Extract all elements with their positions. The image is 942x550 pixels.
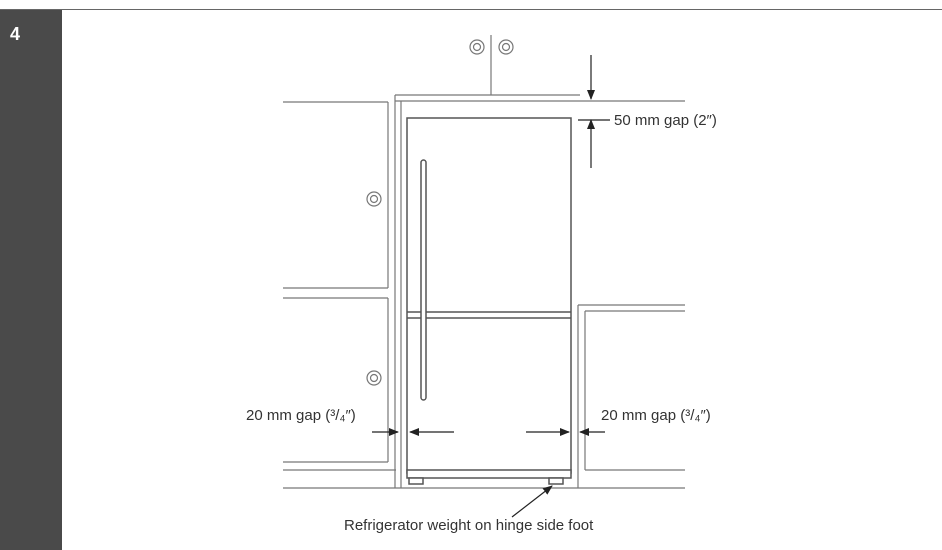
step-sidebar: 4	[0, 10, 62, 550]
top-gap-label: 50 mm gap (2″)	[614, 112, 717, 129]
step-number: 4	[10, 24, 21, 44]
foot-pointer-arrow	[511, 485, 553, 518]
left-lower-cabinet	[283, 297, 396, 471]
door-handle	[420, 159, 427, 401]
wall-outlet-lower-icon	[366, 370, 382, 386]
ceiling-outlet-icon	[469, 39, 514, 55]
cavity-left-wall	[394, 95, 685, 488]
weight-note-label: Refrigerator weight on hinge side foot	[344, 517, 594, 534]
left-upper-cabinet	[283, 101, 389, 289]
hinge-side-foot	[548, 477, 564, 485]
top-rule	[0, 9, 942, 10]
left-foot	[408, 477, 424, 485]
right-gap-label: 20 mm gap (³/₄″)	[601, 407, 711, 424]
wall-outlet-upper-icon	[366, 191, 382, 207]
left-gap-label: 20 mm gap (³/₄″)	[246, 407, 356, 424]
refrigerator	[406, 117, 572, 485]
right-lower-cabinet	[577, 304, 685, 488]
